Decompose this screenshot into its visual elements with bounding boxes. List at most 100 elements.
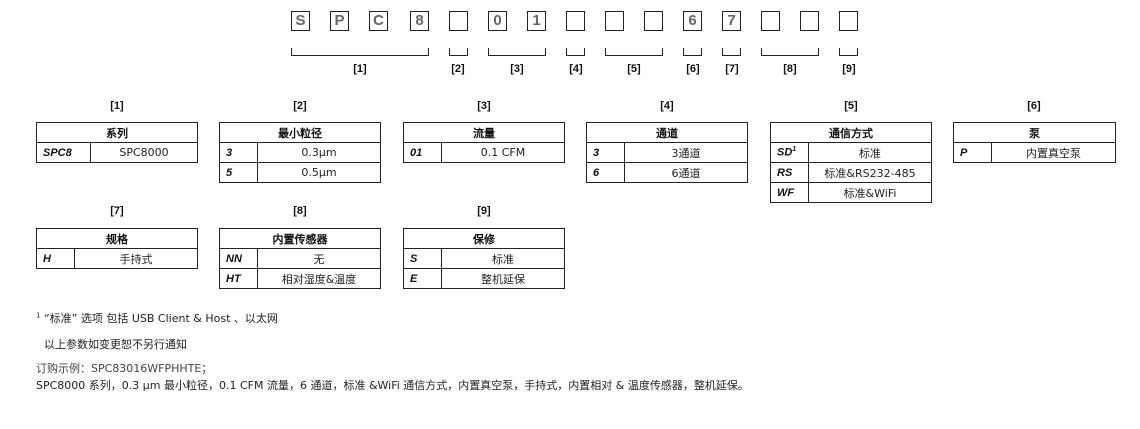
table-row: H 手持式 [36,248,198,269]
table-pump: 泵 P 内置真空泵 [953,122,1116,163]
table-title: 内置传感器 [219,228,381,249]
table-number-7: [7] [110,205,124,217]
table-sensors: 内置传感器 NN 无 HT 相对湿度&温度 [219,228,381,289]
table-row: 5 0.5μm [219,162,381,183]
option-code: WF [770,182,809,203]
code-box-8 [566,11,585,31]
option-value: 相对湿度&温度 [257,268,381,289]
option-code: P [953,142,992,163]
option-code: 3 [586,142,625,163]
table-number-4: [4] [660,100,674,112]
option-code: 6 [586,162,625,183]
code-box-9 [605,11,624,31]
option-value: 无 [257,248,381,269]
code-box-4: 8 [410,11,429,31]
option-code: S [403,248,442,269]
table-row: HT 相对湿度&温度 [219,268,381,289]
option-value: SPC8000 [90,142,198,163]
code-box-6: 0 [488,11,507,31]
table-title: 流量 [403,122,565,143]
option-value: 标准&RS232-485 [808,162,932,183]
bracket-label-5: [5] [627,63,641,75]
table-row: P 内置真空泵 [953,142,1116,163]
option-value: 0.1 CFM [441,142,565,163]
table-number-5: [5] [844,100,858,112]
table-title: 规格 [36,228,198,249]
code-box-2: P [330,11,349,31]
table-row: E 整机延保 [403,268,565,289]
table-number-3: [3] [477,100,491,112]
option-value: 整机延保 [441,268,565,289]
code-box-5 [449,11,468,31]
bracket-1 [291,48,429,56]
table-series: 系列 SPC8 SPC8000 [36,122,198,163]
order-example-description: SPC8000 系列，0.3 μm 最小粒径，0.1 CFM 流量，6 通道，标… [36,379,749,392]
option-code: NN [219,248,258,269]
table-number-6: [6] [1027,100,1041,112]
code-box-1: S [291,11,310,31]
bracket-6 [683,48,702,56]
footnote: 1 “标准” 选项 包括 USB Client & Host 、以太网 [36,310,278,326]
code-box-10 [644,11,663,31]
table-warranty: 保修 S 标准 E 整机延保 [403,228,565,289]
option-value: 3通道 [624,142,748,163]
table-row: 3 0.3μm [219,142,381,163]
table-channels: 通道 3 3通道 6 6通道 [586,122,748,183]
option-code: SPC8 [36,142,91,163]
table-title: 通道 [586,122,748,143]
order-example-label: 订购示例：SPC83016WFPHHTE； [36,362,213,375]
option-value: 标准&WiFi [808,182,932,203]
table-row: NN 无 [219,248,381,269]
table-row: S 标准 [403,248,565,269]
code-box-12: 7 [722,11,741,31]
table-title: 泵 [953,122,1116,143]
bracket-label-7: [7] [725,63,739,75]
option-code: E [403,268,442,289]
option-value: 0.5μm [257,162,381,183]
bracket-label-6: [6] [686,63,700,75]
bracket-3 [488,48,546,56]
disclaimer: 以上参数如变更恕不另行通知 [44,338,187,351]
table-row: 6 6通道 [586,162,748,183]
option-value: 内置真空泵 [991,142,1116,163]
option-code: RS [770,162,809,183]
option-code: HT [219,268,258,289]
bracket-label-4: [4] [569,63,583,75]
table-row: 3 3通道 [586,142,748,163]
code-box-3: C [369,11,388,31]
bracket-9 [839,48,858,56]
bracket-label-3: [3] [510,63,524,75]
option-code: 01 [403,142,442,163]
table-title: 通信方式 [770,122,932,143]
table-communication: 通信方式 SD1 标准 RS 标准&RS232-485 WF 标准&WiFi [770,122,932,203]
option-code: H [36,248,75,269]
bracket-label-1: [1] [353,63,367,75]
option-value: 标准 [441,248,565,269]
table-number-2: [2] [293,100,307,112]
bracket-7 [722,48,741,56]
option-code-text: SD [777,146,793,159]
footnote-mark: 1 [36,311,41,320]
option-value: 6通道 [624,162,748,183]
table-row: WF 标准&WiFi [770,182,932,203]
table-flow: 流量 01 0.1 CFM [403,122,565,163]
code-box-13 [761,11,780,31]
footnote-text: “标准” 选项 包括 USB Client & Host 、以太网 [43,312,278,325]
table-row: SPC8 SPC8000 [36,142,198,163]
table-title: 最小粒径 [219,122,381,143]
bracket-4 [566,48,585,56]
option-code: 5 [219,162,258,183]
bracket-label-2: [2] [451,63,465,75]
code-box-14 [800,11,819,31]
table-title: 保修 [403,228,565,249]
table-number-9: [9] [477,205,491,217]
table-title: 系列 [36,122,198,143]
code-box-11: 6 [683,11,702,31]
table-row: 01 0.1 CFM [403,142,565,163]
table-row: RS 标准&RS232-485 [770,162,932,183]
table-number-1: [1] [110,100,124,112]
table-form-factor: 规格 H 手持式 [36,228,198,269]
code-box-15 [839,11,858,31]
code-box-7: 1 [527,11,546,31]
bracket-5 [605,48,663,56]
